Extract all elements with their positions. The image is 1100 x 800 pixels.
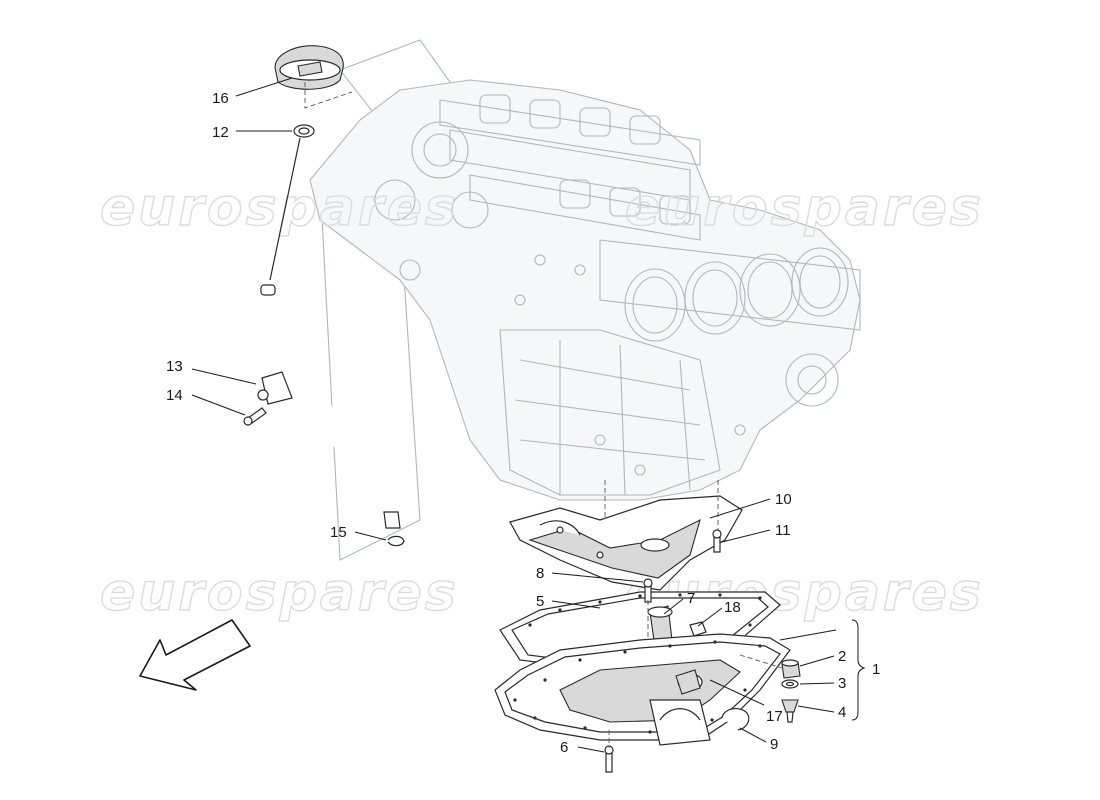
callout-9: 9: [770, 736, 778, 753]
callout-1: 1: [872, 661, 880, 678]
callout-4: 4: [838, 704, 846, 721]
callout-7: 7: [687, 590, 695, 607]
callout-18: 18: [724, 599, 741, 616]
callout-12: 12: [212, 124, 229, 141]
drain-plug-parts: [739, 654, 801, 723]
watermark: eurospares: [100, 178, 459, 238]
callout-8: 8: [536, 565, 544, 582]
callout-10: 10: [775, 491, 792, 508]
leader-lines: [191, 77, 837, 753]
group-bracket: [851, 619, 866, 721]
callout-17: 17: [766, 708, 783, 725]
callout-16: 16: [212, 90, 229, 107]
callout-5: 5: [536, 593, 544, 610]
front-direction-arrow-icon: [139, 619, 251, 691]
callout-labels: 16 12 13 14 15 10 11 8 5 7 18 2 3 4 1 17…: [166, 90, 880, 756]
watermark: eurospares: [625, 178, 984, 238]
callout-11: 11: [775, 522, 791, 539]
callout-14: 14: [166, 387, 183, 404]
callout-13: 13: [166, 358, 183, 375]
callout-6: 6: [560, 739, 568, 756]
baffle-plate: [509, 480, 743, 591]
callout-15: 15: [330, 524, 347, 541]
watermark: eurospares: [100, 563, 459, 623]
engine-block: [309, 39, 861, 561]
callout-2: 2: [838, 648, 846, 665]
callout-3: 3: [838, 675, 846, 692]
oil-pan: [494, 600, 791, 773]
